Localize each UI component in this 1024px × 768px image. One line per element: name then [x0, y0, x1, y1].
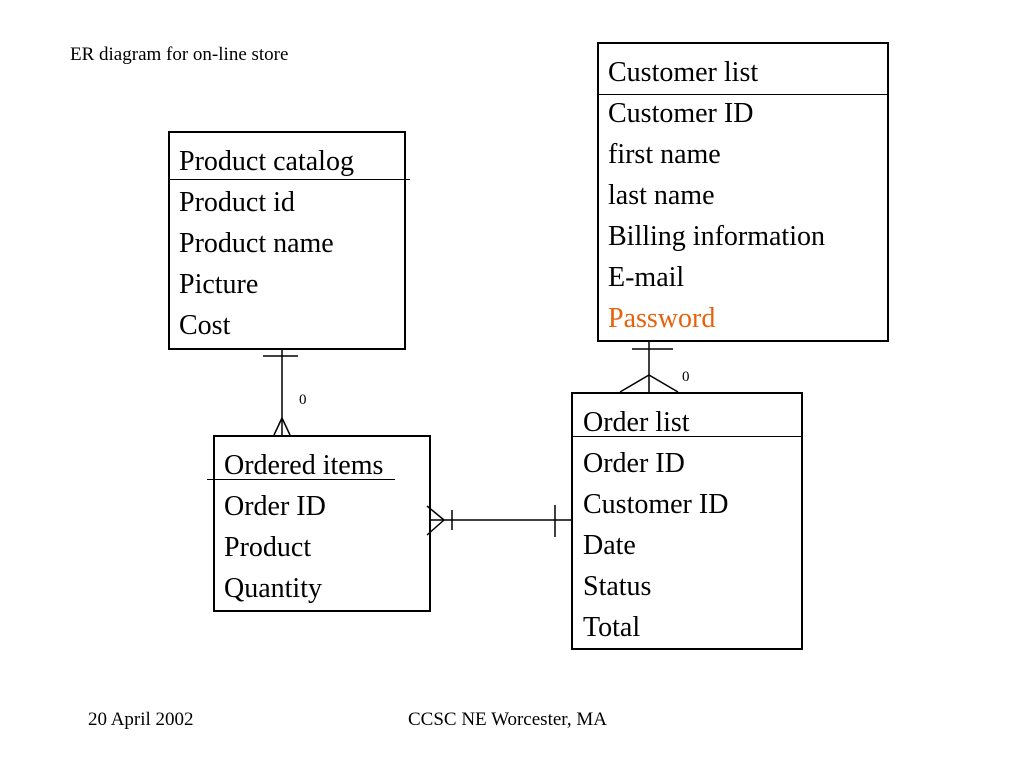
- entity-order-list: Order list Order ID Customer ID Date Sta…: [571, 392, 803, 650]
- entity-header-divider: [599, 94, 889, 95]
- attribute-first-name: first name: [608, 139, 721, 170]
- items-orders-connector: [426, 505, 571, 537]
- attribute-quantity: Quantity: [224, 573, 322, 604]
- catalog-items-connector: [263, 350, 298, 436]
- attribute-product-name: Product name: [179, 228, 334, 259]
- attribute-last-name: last name: [608, 180, 715, 211]
- entity-title: Ordered items: [224, 450, 384, 481]
- attribute-product-id: Product id: [179, 187, 295, 218]
- entity-product-catalog: Product catalog Product id Product name …: [168, 131, 410, 350]
- attribute-product: Product: [224, 532, 312, 563]
- attribute-picture: Picture: [179, 269, 259, 300]
- cardinality-label-catalog-items: 0: [299, 392, 307, 408]
- attribute-cost: Cost: [179, 310, 231, 341]
- attribute-customer-id: Customer ID: [583, 489, 729, 520]
- entity-header-divider: [207, 479, 395, 480]
- entity-title: Order list: [583, 407, 690, 438]
- entity-header-divider: [170, 179, 410, 180]
- entity-ordered-items: Ordered items Order ID Product Quantity: [207, 435, 431, 612]
- attribute-billing-information: Billing information: [608, 221, 825, 252]
- attribute-email: E-mail: [608, 262, 685, 293]
- entity-title: Product catalog: [179, 146, 354, 177]
- cardinality-label-customer-orders: 0: [682, 369, 690, 385]
- attribute-password: Password: [608, 303, 716, 334]
- diagram-title: ER diagram for on-line store: [70, 44, 289, 65]
- customer-orders-connector: [619, 342, 679, 393]
- footer-date: 20 April 2002: [88, 709, 194, 730]
- attribute-order-id: Order ID: [583, 448, 685, 479]
- attribute-order-id: Order ID: [224, 491, 326, 522]
- attribute-total: Total: [583, 612, 641, 643]
- entity-header-divider: [573, 436, 803, 437]
- entity-title: Customer list: [608, 57, 759, 88]
- attribute-status: Status: [583, 571, 652, 602]
- entity-customer-list: Customer list Customer ID first name las…: [597, 42, 889, 342]
- footer-venue: CCSC NE Worcester, MA: [408, 709, 607, 730]
- attribute-date: Date: [583, 530, 636, 561]
- attribute-customer-id: Customer ID: [608, 98, 754, 129]
